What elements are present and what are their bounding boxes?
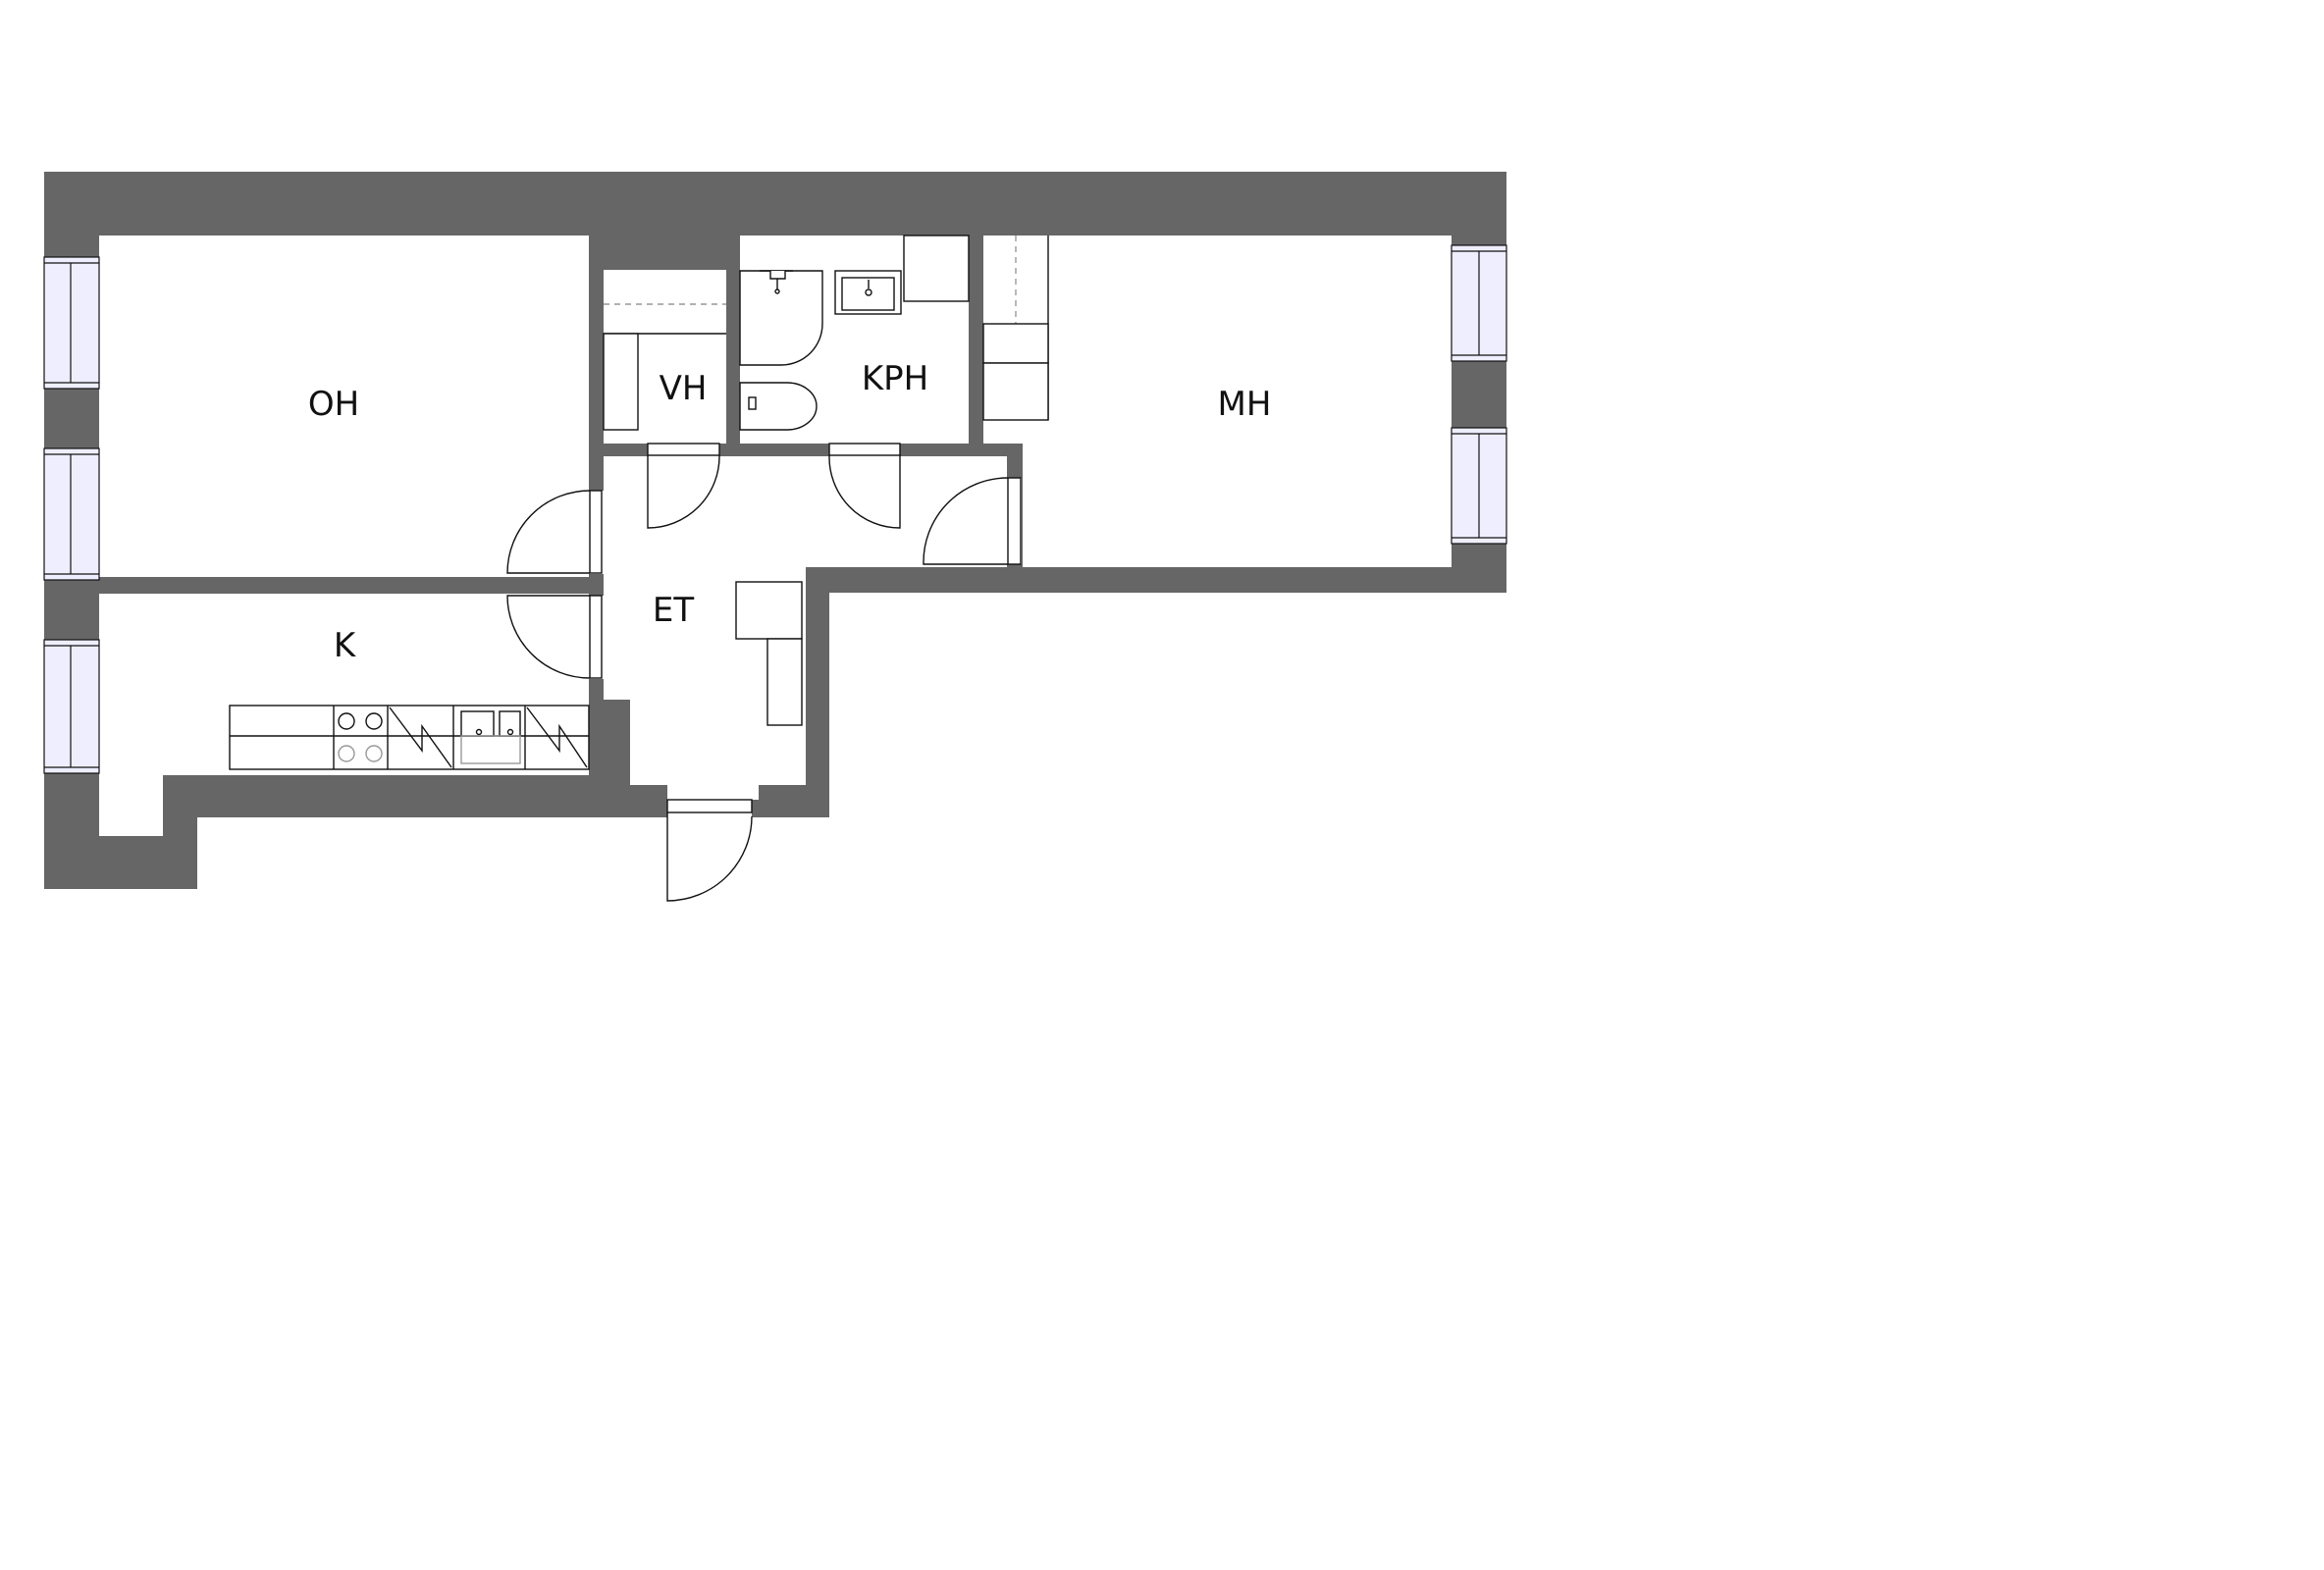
window-k [43,639,100,774]
hall-cabinets [735,581,803,726]
room-label-k: K [333,626,356,665]
room-label-mh: MH [1217,385,1272,424]
room-label-vh: VH [659,369,708,408]
bathroom-sink [834,270,902,315]
fridge-symbol-1 [389,706,452,768]
stove-burner-4 [365,745,383,762]
door-kph [828,443,901,529]
door-entrance [666,799,753,902]
door-oh [506,490,603,574]
bathroom-cabinet [903,235,970,302]
hall-opening-top [604,456,1007,476]
outer-wall-shell [44,172,1506,889]
room-label-kph: KPH [861,359,929,398]
window-mh-upper [1451,244,1507,362]
dishwasher-symbol [526,706,588,768]
floor-plan [43,172,1507,902]
shower [739,270,823,366]
vh-wardrobe [603,303,726,431]
fixtures [229,235,1049,770]
window-mh-lower [1451,427,1507,545]
kitchen-counter [229,705,590,770]
room-label-oh: OH [307,385,360,424]
door-vh [647,443,720,529]
door-mh [923,477,1022,565]
doors [506,443,1022,902]
stove-burner-3 [338,745,355,762]
mh-wardrobe [982,236,1049,421]
stove-burner-2 [365,712,383,730]
window-oh-lower [43,447,100,581]
door-k [506,595,603,679]
toilet [739,382,818,431]
room-label-et: ET [652,591,695,630]
windows [43,244,1507,774]
window-oh-upper [43,256,100,390]
stove-burner-1 [338,712,355,730]
